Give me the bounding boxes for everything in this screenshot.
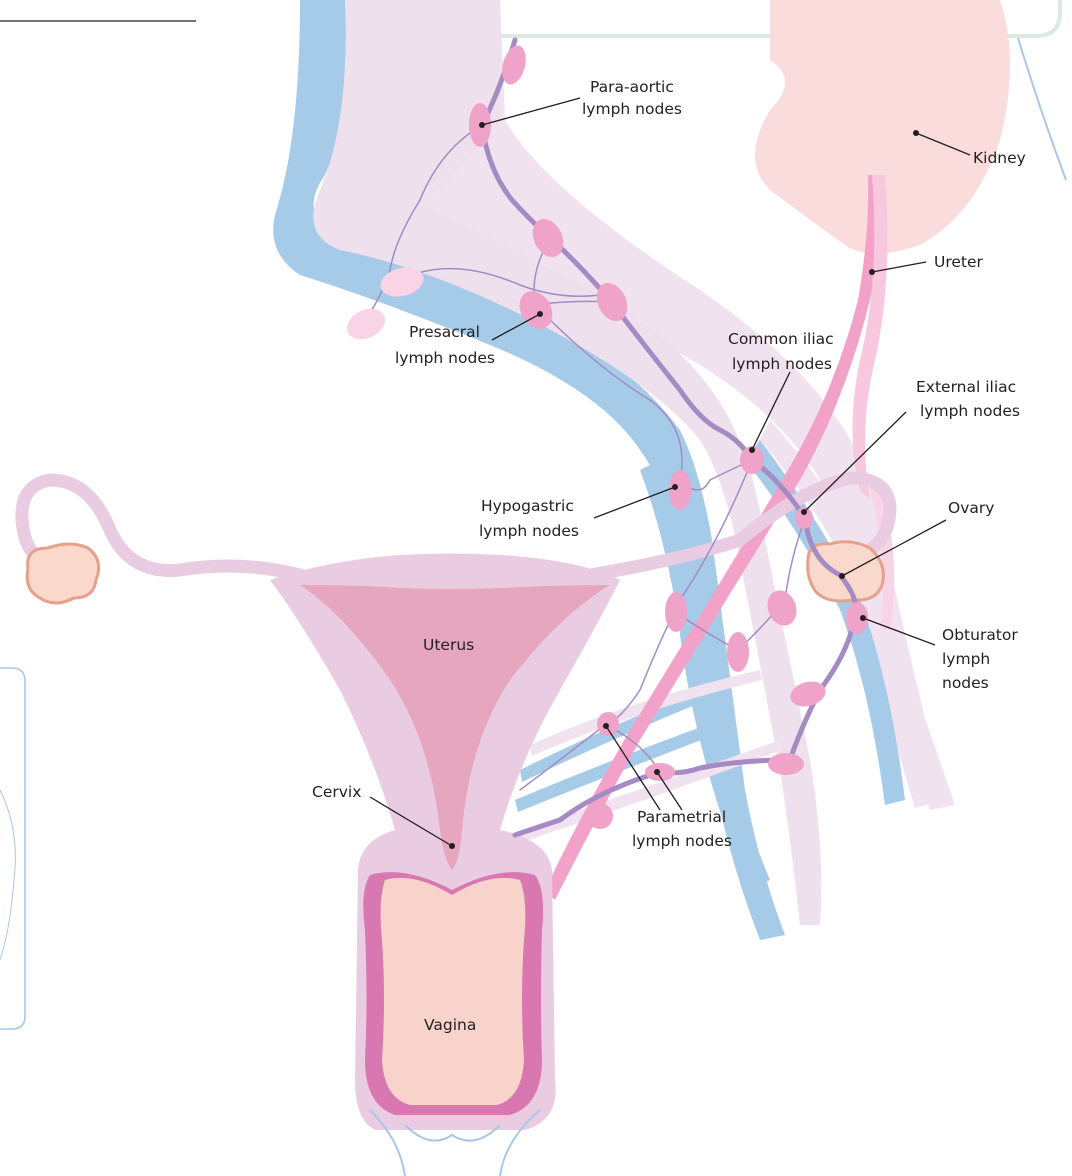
left-side-panel	[0, 668, 25, 1029]
leader-dot	[860, 615, 866, 621]
label-obturator-3: nodes	[942, 674, 989, 692]
label-parametrial-2: lymph nodes	[632, 832, 732, 850]
lymph-node-pale	[342, 303, 390, 345]
leader-dot	[672, 484, 678, 490]
label-hypogastric-2: lymph nodes	[479, 522, 579, 540]
leader-dot	[801, 509, 807, 515]
label-uterus: Uterus	[423, 636, 474, 654]
label-ureter: Ureter	[934, 253, 984, 271]
label-presacral-2: lymph nodes	[395, 349, 495, 367]
lymph-node	[587, 803, 613, 829]
label-obturator-1: Obturator	[942, 626, 1018, 644]
right-ovary	[808, 542, 884, 601]
leader-dot	[537, 311, 543, 317]
label-external-iliac-2: lymph nodes	[920, 402, 1020, 420]
label-para-aortic-1: Para-aortic	[590, 78, 674, 96]
label-common-iliac-1: Common iliac	[728, 330, 834, 348]
lymph-node	[768, 753, 804, 775]
label-hypogastric-1: Hypogastric	[481, 497, 574, 515]
label-kidney: Kidney	[973, 149, 1026, 167]
lymph-node	[727, 632, 749, 672]
left-ovary	[27, 544, 98, 603]
leader-dot	[603, 723, 609, 729]
label-cervix: Cervix	[312, 783, 361, 801]
label-external-iliac-1: External iliac	[916, 378, 1016, 396]
vagina-lumen	[381, 878, 526, 1105]
lymph-node-hypogastric	[669, 470, 691, 510]
leader-dot	[913, 130, 919, 136]
label-parametrial-1: Parametrial	[637, 808, 726, 826]
label-obturator-2: lymph	[942, 650, 990, 668]
leader-dot	[654, 769, 660, 775]
label-para-aortic-2: lymph nodes	[582, 100, 682, 118]
label-common-iliac-2: lymph nodes	[732, 355, 832, 373]
label-vagina: Vagina	[424, 1016, 476, 1034]
leader-dot	[749, 447, 755, 453]
lymph-node	[665, 592, 687, 632]
leader-dot	[839, 573, 845, 579]
label-ovary: Ovary	[948, 499, 994, 517]
leader-dot	[869, 269, 875, 275]
label-presacral-1: Presacral	[409, 323, 480, 341]
leader-dot	[449, 843, 455, 849]
leader-dot	[479, 122, 485, 128]
left-panel-curve	[0, 790, 15, 960]
